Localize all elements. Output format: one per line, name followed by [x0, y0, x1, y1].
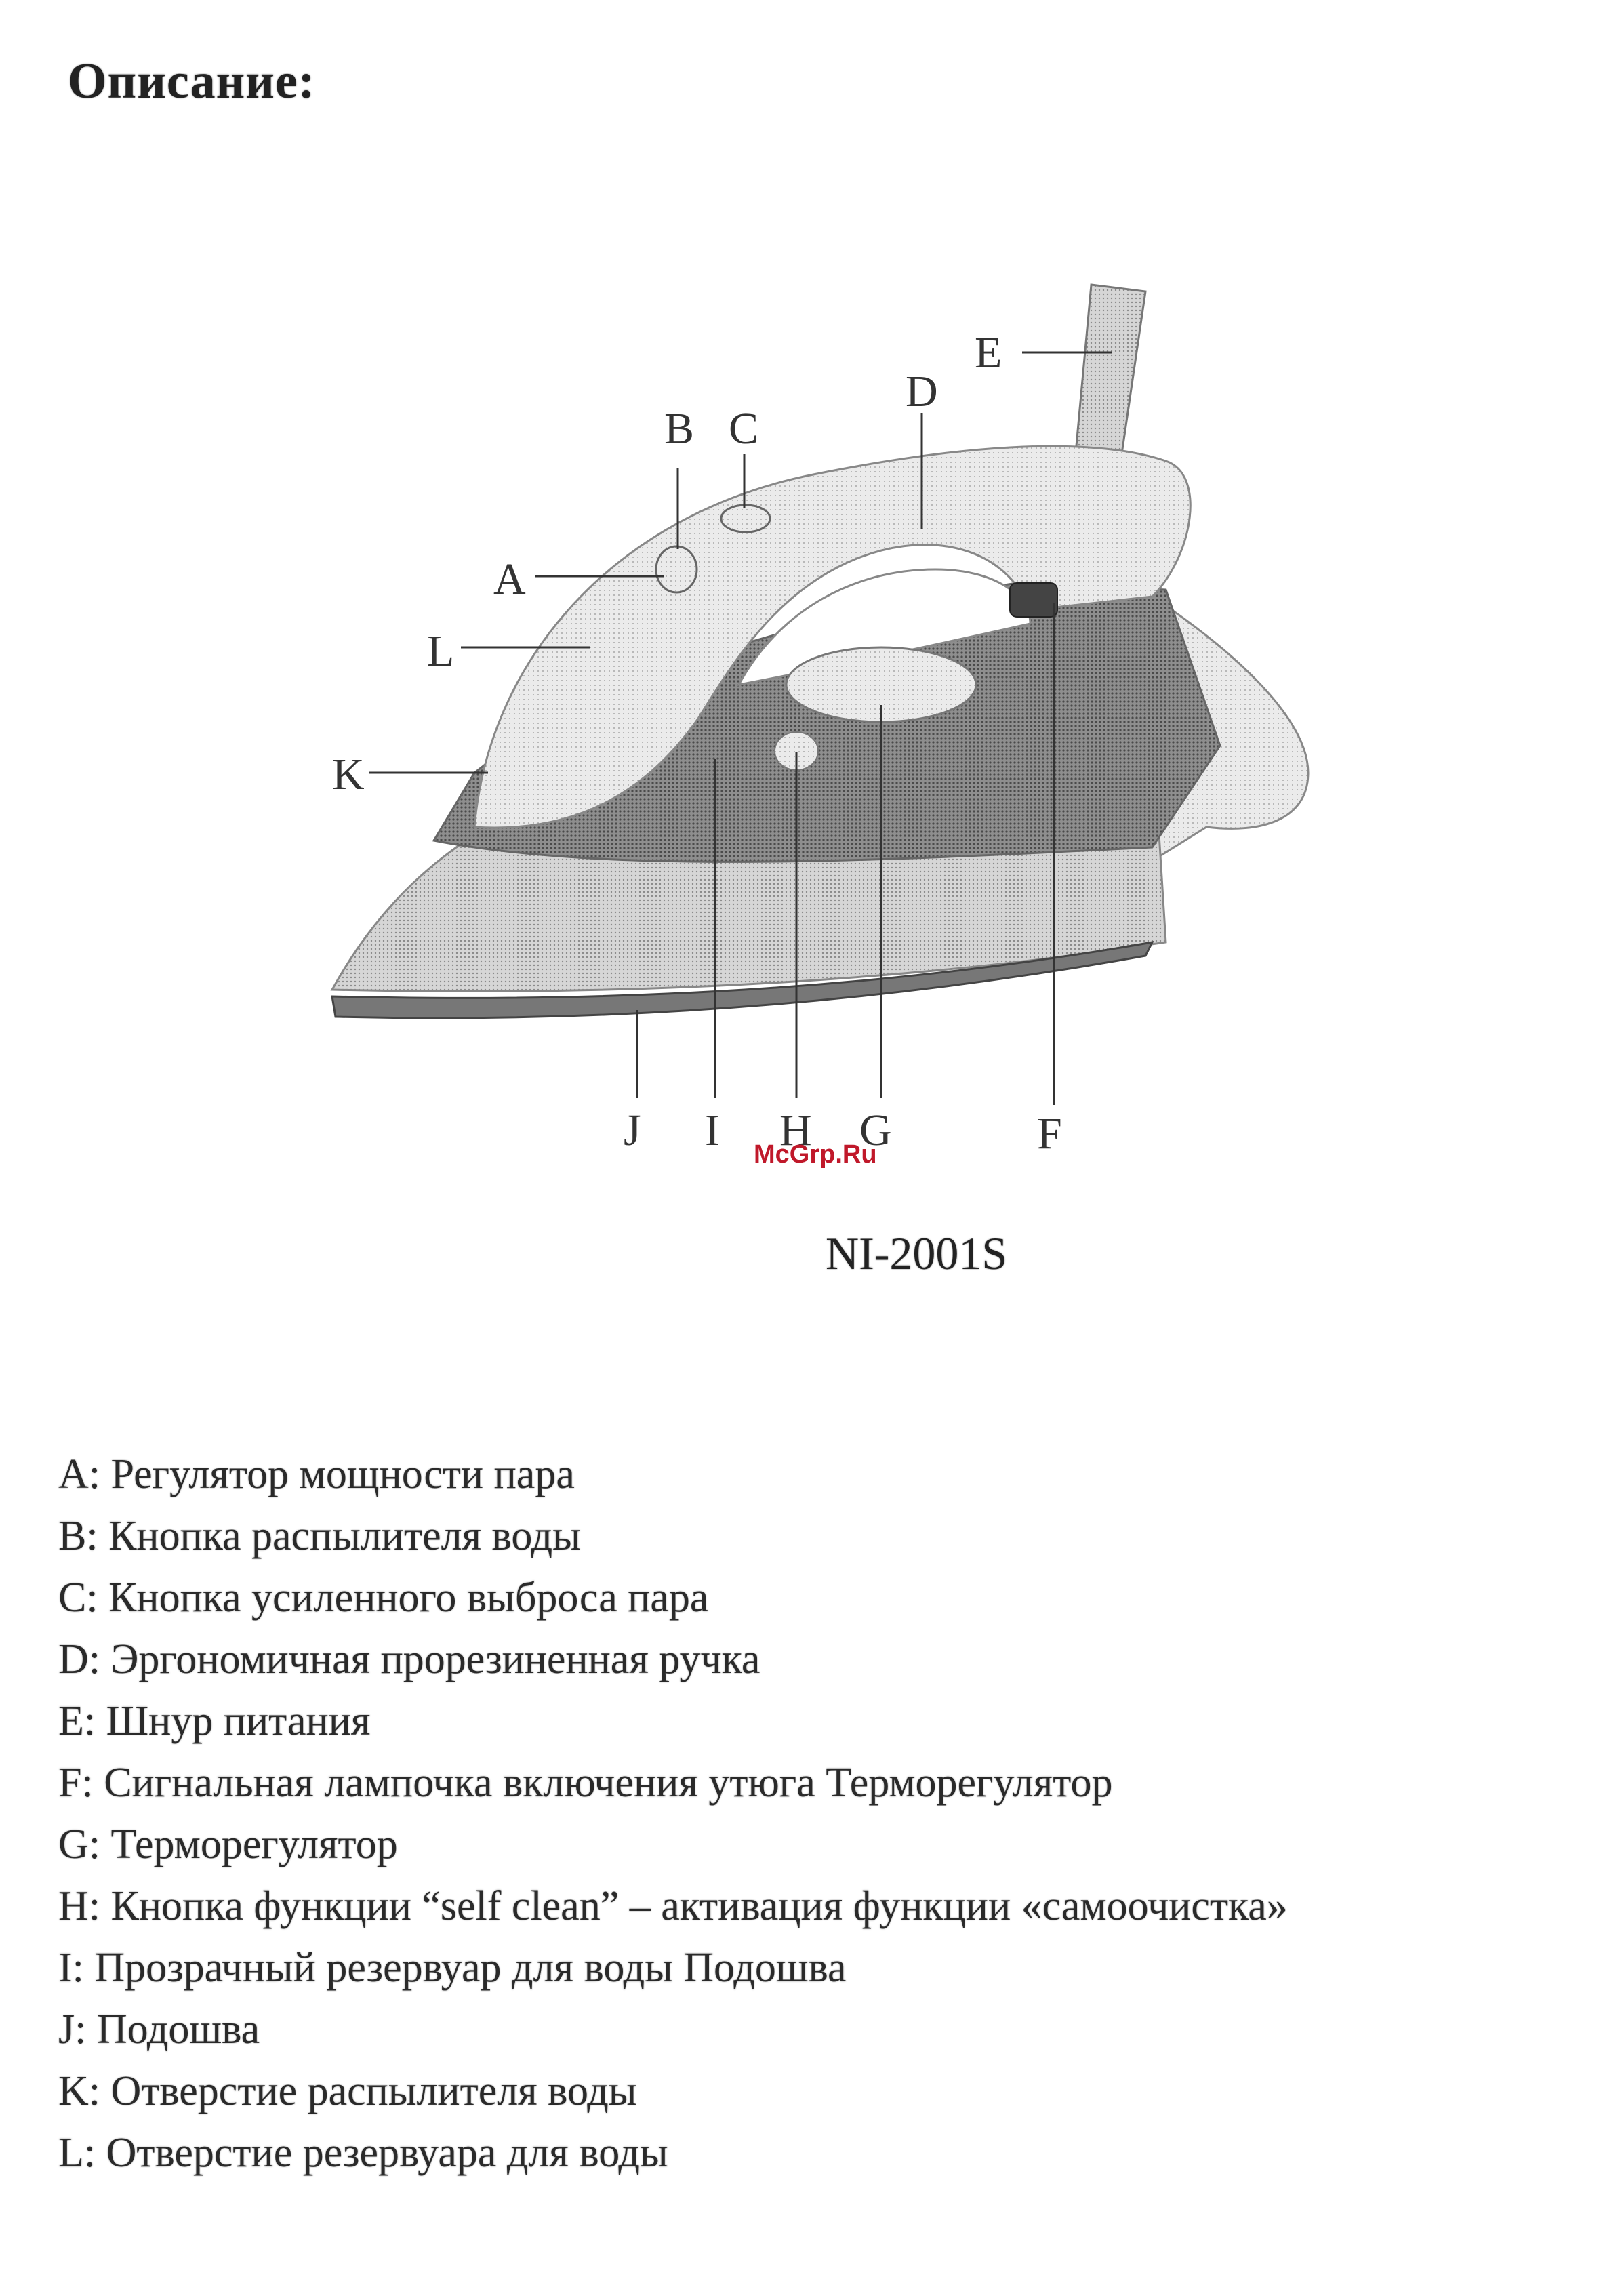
legend-item-A: A: Регулятор мощности пара	[58, 1451, 575, 1497]
legend-item-L: L: Отверстие резервуара для воды	[58, 2130, 668, 2176]
soleplate	[331, 941, 1154, 1019]
indicator-lamp	[1009, 582, 1058, 618]
callout-E: E	[975, 328, 1002, 378]
model-name: NI-2001S	[826, 1228, 1008, 1279]
callout-A: A	[493, 554, 526, 604]
iron-handle	[473, 445, 1192, 829]
legend-item-J: J: Подошва	[58, 2006, 260, 2053]
legend-item-C: C: Кнопка усиленного выброса пара	[58, 1575, 709, 1621]
callout-B: B	[664, 404, 695, 453]
iron-illustration	[330, 283, 1310, 1105]
parts-legend: A: Регулятор мощности пара B: Кнопка рас…	[58, 1444, 1288, 2184]
watermark: McGrp.Ru	[754, 1140, 877, 1169]
legend-item-G: G: Терморегулятор	[58, 1821, 398, 1867]
callout-L: L	[427, 626, 455, 676]
page-heading: Описание:	[68, 54, 316, 109]
callout-J: J	[624, 1106, 641, 1155]
callout-D: D	[906, 367, 938, 416]
legend-item-E: E: Шнур питания	[58, 1698, 371, 1744]
legend-item-B: B: Кнопка распылителя воды	[58, 1513, 581, 1559]
callout-I: I	[705, 1106, 720, 1155]
callout-C: C	[729, 404, 759, 453]
steam-burst-button	[720, 504, 771, 533]
callout-F: F	[1037, 1109, 1062, 1158]
legend-item-K: K: Отверстие распылителя воды	[58, 2068, 637, 2114]
callout-G: G	[859, 1106, 892, 1155]
spray-button	[655, 545, 698, 594]
legend-item-F: F: Сигнальная лампочка включения утюга Т…	[58, 1760, 1113, 1806]
legend-item-D: D: Эргономичная прорезиненная ручка	[58, 1636, 760, 1682]
power-cord	[1073, 283, 1147, 469]
iron-diagram: E D B C A L K J I H G F	[330, 283, 1310, 1158]
legend-item-H: H: Кнопка функции “self clean” – активац…	[58, 1883, 1288, 1929]
legend-item-I: I: Прозрачный резервуар для воды Подошва	[58, 1945, 847, 1991]
leader-lines	[369, 351, 1112, 1105]
callout-K: K	[332, 750, 365, 799]
callout-H: H	[779, 1106, 812, 1155]
